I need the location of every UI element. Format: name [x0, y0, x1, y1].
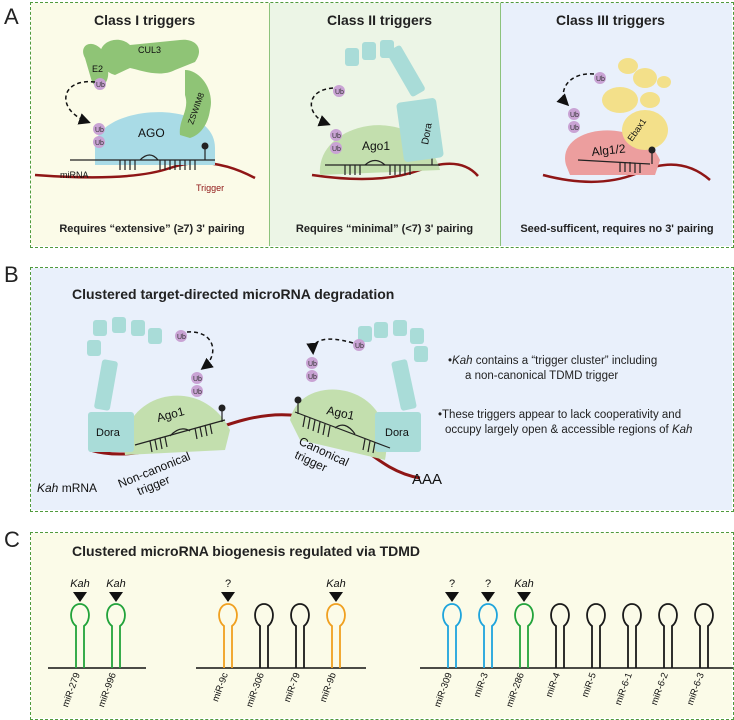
hairpin-miR-996: [106, 603, 126, 668]
ebax1-protein: [622, 110, 668, 150]
ub-label: Ub: [332, 146, 341, 153]
hairpin-miR-5: [586, 603, 606, 668]
marker-label: Kah: [70, 578, 90, 590]
class2-requirement: Requires “minimal” (<7) 3' pairing: [295, 223, 474, 235]
hairpin-miR-306: [254, 603, 274, 668]
hairpin-miR-6-1: [622, 603, 642, 668]
class3-illustration: Ub Ub Ub Ebax1 Alg1/2: [542, 58, 711, 184]
panel-b-illustration: Ub Ub Ub Dora Ago1 Ub Ub Ub Dora: [37, 317, 442, 498]
ub-label: Ub: [308, 361, 317, 368]
ub-label: Ub: [193, 376, 202, 383]
marker-triangle: [445, 592, 459, 602]
panel-label-b: B: [4, 262, 19, 287]
class2-panel: [269, 3, 501, 246]
panel-b-note-1: •Kah contains a “trigger cluster” includ…: [448, 355, 658, 382]
marker-triangle: [517, 592, 531, 602]
cul3-protein: [100, 39, 200, 75]
panel-b-note-2: •These triggers appear to lack cooperati…: [438, 409, 693, 436]
polya-tail-label: AAA: [412, 471, 442, 488]
class2-title: Class II triggers: [327, 12, 433, 28]
hairpin-miR-286: [514, 603, 534, 668]
ub-label: Ub: [95, 140, 104, 147]
class2-dora-protein: [396, 98, 444, 162]
marker-triangle: [73, 592, 87, 602]
e2-protein: [83, 43, 109, 87]
ub-label: Ub: [177, 334, 186, 341]
left-dora-protein: [88, 412, 134, 452]
panel-c-frame: [30, 532, 734, 720]
panel-b-frame: [30, 267, 734, 512]
right-ago1-protein: [290, 389, 387, 460]
marker-label: ?: [225, 578, 231, 590]
class3-requirement: Seed-sufficent, requires no 3' pairing: [520, 223, 714, 235]
right-dora-label: Dora: [385, 427, 410, 439]
marker-triangle: [329, 592, 343, 602]
ub-label: Ub: [355, 343, 364, 350]
marker-triangle: [481, 592, 495, 602]
ub-label: Ub: [570, 112, 579, 119]
hairpin-miR-4: [550, 603, 570, 668]
ub-label: Ub: [570, 125, 579, 132]
ub-label: Ub: [96, 82, 105, 89]
alg-label: Alg1/2: [591, 141, 627, 159]
hairpin-miR-309: [442, 603, 462, 668]
ub-label: Ub: [596, 76, 605, 83]
marker-label: Kah: [326, 578, 346, 590]
hairpin-miR-79: [290, 603, 310, 668]
panel-a-frame: [30, 2, 734, 248]
marker-label: ?: [485, 578, 491, 590]
class2-dora-label: Dora: [420, 122, 435, 146]
marker-label: Kah: [514, 578, 534, 590]
class1-title: Class I triggers: [94, 12, 196, 28]
class3-panel: [501, 3, 732, 246]
panel-c-title: Clustered microRNA biogenesis regulated …: [72, 543, 420, 559]
ago-label: AGO: [138, 126, 165, 140]
class1-illustration: E2 CUL3 ZSWIM8 Ub Ub Ub AGO miRNA Trigge…: [34, 39, 256, 193]
panel-b-title: Clustered target-directed microRNA degra…: [72, 286, 395, 302]
left-dora-label: Dora: [96, 427, 121, 439]
panel-label-a: A: [4, 4, 19, 29]
ub-label: Ub: [308, 374, 317, 381]
hairpin-miR-279: [70, 603, 90, 668]
zswim8-protein: [179, 70, 211, 138]
ub-label: Ub: [332, 133, 341, 140]
e2-label: E2: [92, 64, 103, 74]
class1-requirement: Requires “extensive” (≥7) 3' pairing: [59, 223, 245, 235]
marker-triangle: [221, 592, 235, 602]
mirna-label: miRNA: [60, 170, 89, 180]
class2-illustration: Ub Ub Ub Dora Ago1: [310, 40, 479, 181]
marker-label: ?: [449, 578, 455, 590]
hairpin-miR-9c: [218, 603, 238, 668]
right-dora-protein: [375, 412, 421, 452]
ub-label: Ub: [335, 89, 344, 96]
marker-triangle: [109, 592, 123, 602]
hairpin-miR-6-3: [694, 603, 714, 668]
ub-label: Ub: [193, 389, 202, 396]
marker-label: Kah: [106, 578, 126, 590]
trigger-label: Trigger: [196, 183, 224, 193]
class2-ago1-label: Ago1: [362, 139, 390, 153]
hairpin-miR-6-2: [658, 603, 678, 668]
ub-label: Ub: [95, 127, 104, 134]
panel-label-c: C: [4, 527, 20, 552]
hairpin-miR-9b: [326, 603, 346, 668]
class3-title: Class III triggers: [556, 12, 665, 28]
right-ago1-label: Ago1: [325, 403, 356, 423]
hairpin-miR-3: [478, 603, 498, 668]
kah-mrna-label: Kah mRNA: [37, 481, 97, 495]
cul3-label: CUL3: [138, 45, 161, 55]
